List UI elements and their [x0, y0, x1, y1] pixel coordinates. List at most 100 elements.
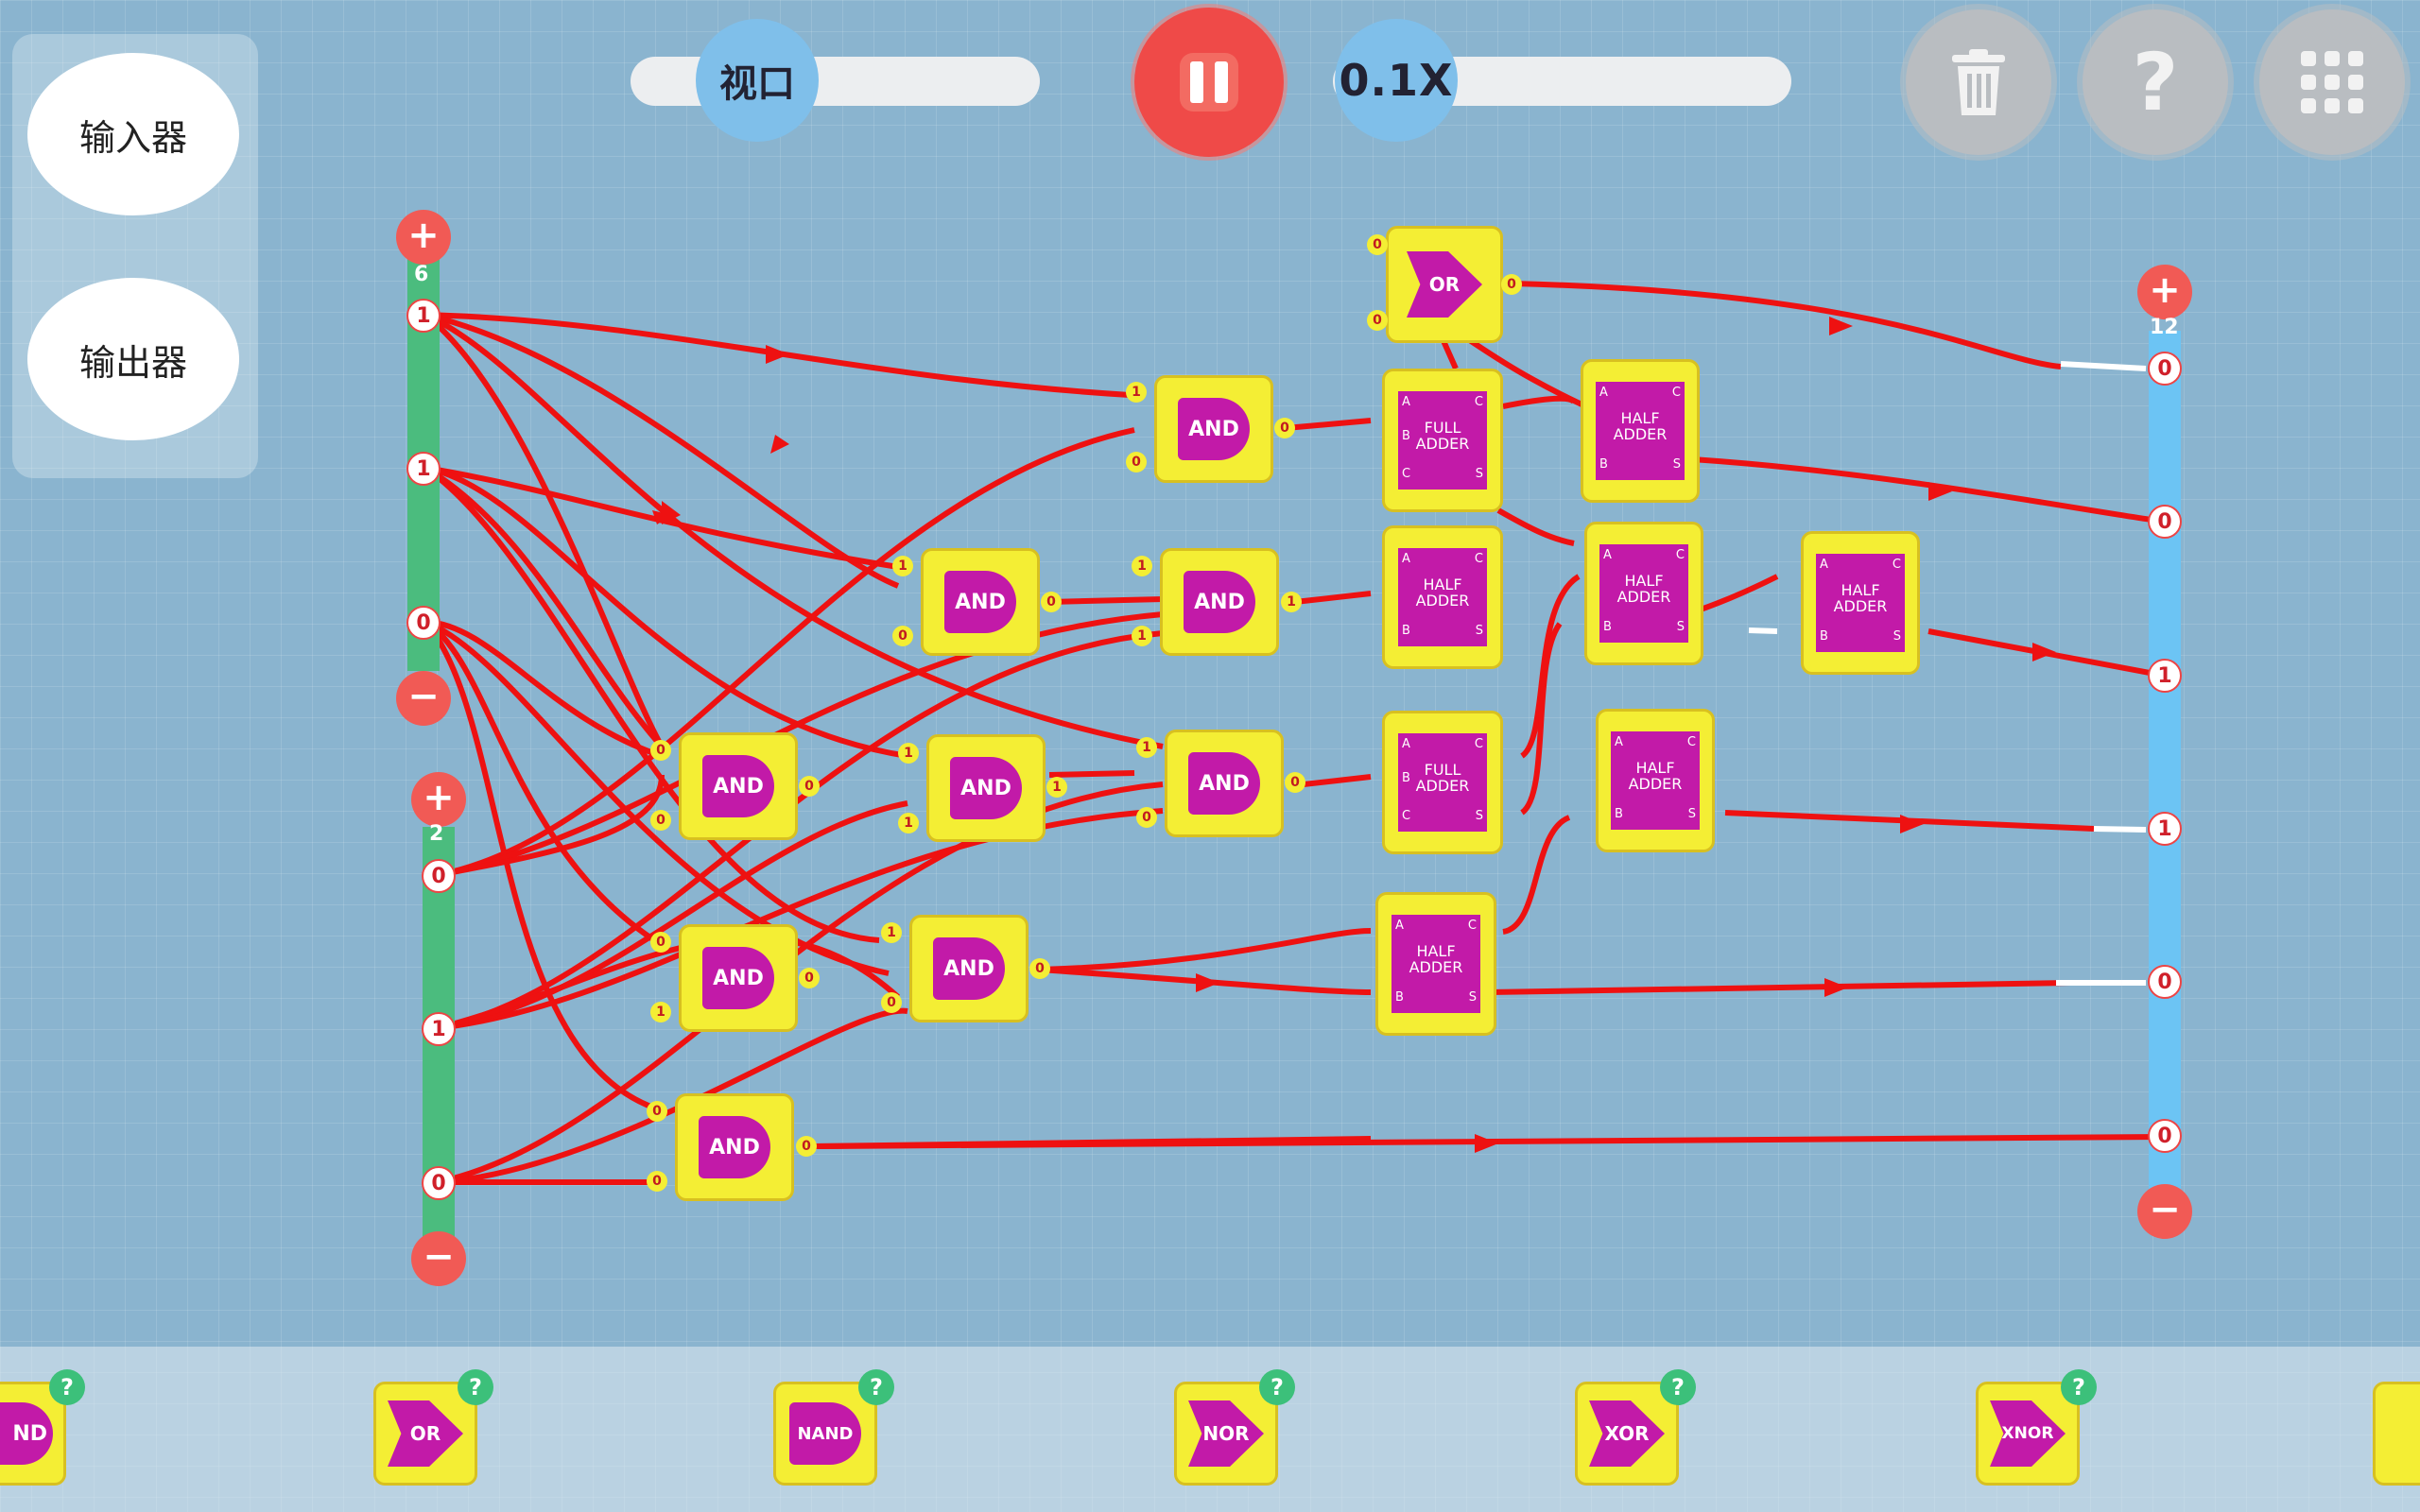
- and-gate-input[interactable]: 1: [898, 813, 919, 833]
- input-group-2-remove-button[interactable]: −: [411, 1231, 466, 1286]
- trash-button[interactable]: [1906, 9, 2051, 155]
- toolbox-nand-gate[interactable]: NAND: [773, 1382, 877, 1486]
- and-gate-input[interactable]: 0: [881, 992, 902, 1013]
- and-gate-output[interactable]: 0: [1041, 592, 1062, 612]
- toolbox-xor-help-badge[interactable]: ?: [1660, 1369, 1696, 1405]
- output-group-add-button[interactable]: +: [2137, 265, 2192, 319]
- and-gate-output[interactable]: 0: [1029, 958, 1050, 979]
- toolbox-nor-symbol: NOR: [1188, 1400, 1264, 1467]
- toolbox-xnor-gate[interactable]: XNOR: [1976, 1382, 2080, 1486]
- and-gate-input[interactable]: 0: [1126, 452, 1147, 472]
- and-gate-input[interactable]: 0: [892, 626, 913, 646]
- input-group-2-add-button[interactable]: +: [411, 772, 466, 827]
- and-gate-input[interactable]: 0: [650, 740, 671, 761]
- output-pin-3[interactable]: 1: [2148, 659, 2182, 693]
- toolbox-xnor-help-badge[interactable]: ?: [2061, 1369, 2097, 1405]
- and-gate[interactable]: AND: [1165, 730, 1284, 837]
- and-gate[interactable]: AND: [675, 1093, 794, 1201]
- and-gate-input[interactable]: 1: [1136, 737, 1157, 758]
- input-group-1-pin-3[interactable]: 0: [406, 606, 441, 640]
- gate-toolbox[interactable]: ND ? OR ? NAND ? NOR ? XOR ? XNOR ?: [0, 1347, 2420, 1512]
- input-group-1-remove-button[interactable]: −: [396, 671, 451, 726]
- and-gate-input[interactable]: 1: [892, 556, 913, 576]
- and-gate-symbol: AND: [950, 757, 1022, 819]
- output-pin-2[interactable]: 0: [2148, 505, 2182, 539]
- and-gate[interactable]: AND: [1160, 548, 1279, 656]
- output-pin-4[interactable]: 1: [2148, 812, 2182, 846]
- and-gate-output[interactable]: 0: [1285, 772, 1305, 793]
- and-gate[interactable]: AND: [1154, 375, 1273, 483]
- and-gate-input[interactable]: 0: [650, 932, 671, 953]
- and-gate-input[interactable]: 0: [650, 810, 671, 831]
- and-gate[interactable]: AND: [921, 548, 1040, 656]
- and-gate-input[interactable]: 1: [881, 922, 902, 943]
- and-gate-label: AND: [955, 590, 1006, 614]
- output-pin-1[interactable]: 0: [2148, 352, 2182, 386]
- and-gate-output[interactable]: 0: [799, 776, 820, 797]
- and-gate-input[interactable]: 1: [650, 1002, 671, 1022]
- toolbox-and-help-badge[interactable]: ?: [49, 1369, 85, 1405]
- and-gate[interactable]: AND: [679, 924, 798, 1032]
- toolbox-nor-label: NOR: [1202, 1422, 1250, 1445]
- or-gate-output[interactable]: 0: [1501, 274, 1522, 295]
- and-gate-input[interactable]: 1: [1132, 626, 1152, 646]
- and-gate[interactable]: AND: [679, 732, 798, 840]
- toolbox-or-gate[interactable]: OR: [373, 1382, 477, 1486]
- and-gate-label: AND: [1199, 771, 1250, 796]
- or-gate[interactable]: OR: [1386, 226, 1503, 343]
- input-group-1-pin-2[interactable]: 1: [406, 452, 441, 486]
- output-group-bar[interactable]: [2149, 331, 2181, 1191]
- toolbox-nor-help-badge[interactable]: ?: [1259, 1369, 1295, 1405]
- output-component-button[interactable]: 输出器: [27, 278, 239, 440]
- and-gate-output[interactable]: 1: [1281, 592, 1302, 612]
- speed-slider-knob[interactable]: 0.1X: [1335, 19, 1458, 142]
- output-group-remove-button[interactable]: −: [2137, 1184, 2192, 1239]
- pause-button[interactable]: [1134, 8, 1284, 157]
- and-gate-output[interactable]: 0: [796, 1136, 817, 1157]
- toolbox-nand-help-badge[interactable]: ?: [858, 1369, 894, 1405]
- or-gate-input-1[interactable]: 0: [1367, 234, 1388, 255]
- help-button[interactable]: ?: [2083, 9, 2228, 155]
- output-pin-6[interactable]: 0: [2148, 1119, 2182, 1153]
- and-gate-input[interactable]: 0: [1136, 807, 1157, 828]
- input-group-2-pin-2[interactable]: 1: [422, 1012, 456, 1046]
- viewport-slider-track[interactable]: [631, 57, 1040, 106]
- and-gate-output[interactable]: 1: [1046, 777, 1067, 798]
- output-pin-5[interactable]: 0: [2148, 965, 2182, 999]
- and-gate-output[interactable]: 0: [799, 968, 820, 988]
- and-gate-input[interactable]: 1: [1126, 382, 1147, 403]
- input-group-2-pin-3[interactable]: 0: [422, 1166, 456, 1200]
- toolbox-and-label: ND: [12, 1421, 47, 1446]
- input-group-1-add-button[interactable]: +: [396, 210, 451, 265]
- or-gate-input-2[interactable]: 0: [1367, 310, 1388, 331]
- input-group-1-pin-1[interactable]: 1: [406, 299, 441, 333]
- and-gate[interactable]: AND: [909, 915, 1028, 1022]
- and-gate-output[interactable]: 0: [1274, 418, 1295, 438]
- and-gate-input[interactable]: 1: [1132, 556, 1152, 576]
- toolbox-xor-gate[interactable]: XOR: [1575, 1382, 1679, 1486]
- and-gate-input[interactable]: 0: [647, 1101, 667, 1122]
- and-gate-symbol: AND: [1178, 398, 1250, 460]
- toolbox-nor-gate[interactable]: NOR: [1174, 1382, 1278, 1486]
- menu-button[interactable]: [2259, 9, 2405, 155]
- input-component-button[interactable]: 输入器: [27, 53, 239, 215]
- viewport-slider-knob[interactable]: 视口: [696, 19, 819, 142]
- input-group-2-pin-1[interactable]: 0: [422, 859, 456, 893]
- and-gate-input[interactable]: 1: [898, 743, 919, 764]
- toolbox-next-item[interactable]: [2373, 1382, 2420, 1486]
- and-gate-symbol: AND: [699, 1116, 770, 1178]
- and-gate[interactable]: AND: [926, 734, 1046, 842]
- and-gate-input[interactable]: 0: [647, 1171, 667, 1192]
- toolbox-or-help-badge[interactable]: ?: [458, 1369, 493, 1405]
- trash-icon: [1952, 49, 2005, 115]
